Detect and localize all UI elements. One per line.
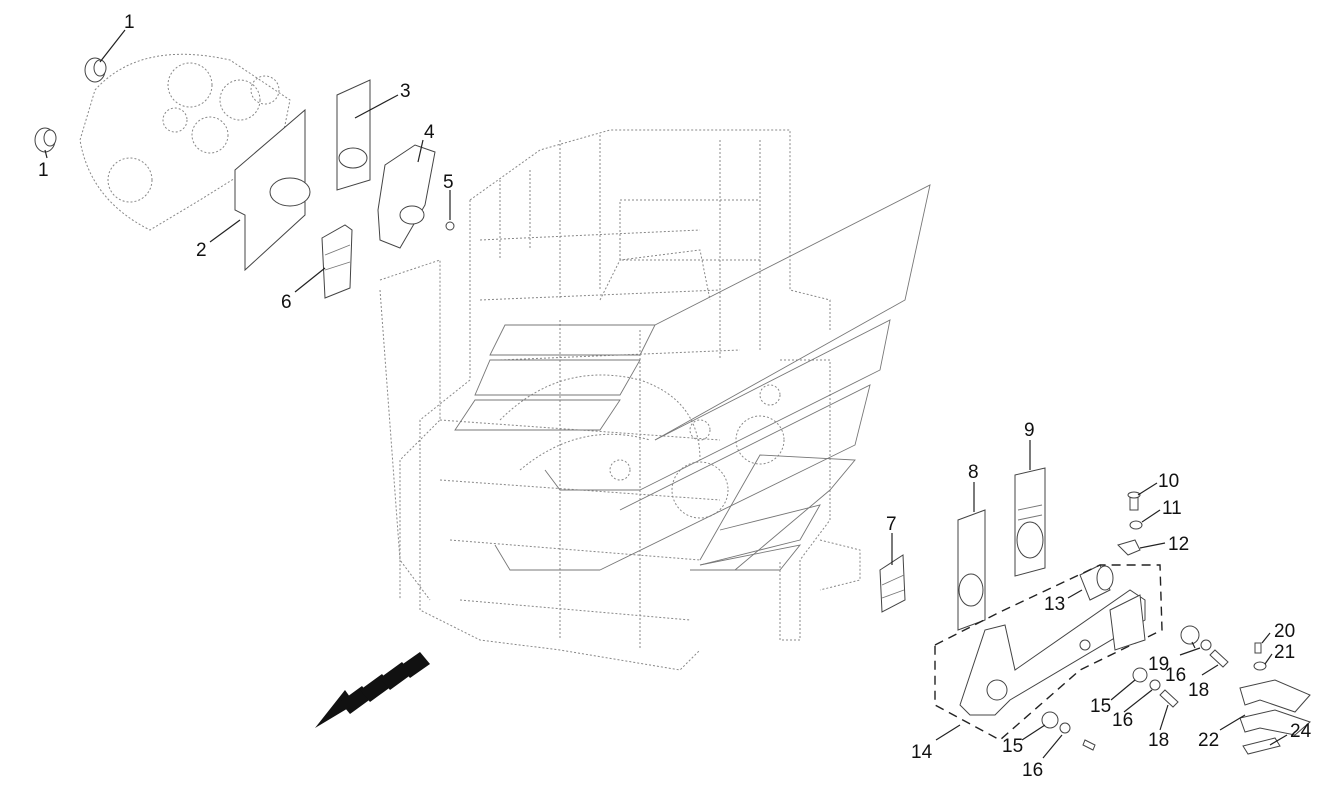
callout-14: 14 [911,742,933,763]
washer-16a [1200,639,1212,651]
bolt-17 [1082,739,1096,751]
cover-plate-2 [234,108,311,272]
callout-15a: 15 [1090,696,1111,717]
bracket-22 [1239,679,1311,736]
clamp-plate-12 [1117,539,1141,556]
bracket-7 [879,554,906,613]
callout-18a: 18 [1188,680,1209,701]
callout-10: 10 [1158,471,1179,492]
callout-24: 24 [1290,721,1312,742]
strip-plate-3 [336,79,371,191]
callout-16b: 16 [1112,710,1133,731]
callout-15b: 15 [1002,736,1023,757]
strip-plate-8 [957,509,986,631]
bearing-1a [84,57,107,83]
callout-3: 3 [400,81,411,102]
strip-plate-9 [1014,467,1046,577]
callout-22: 22 [1198,730,1219,751]
bolt-18b [1159,689,1179,708]
callout-11: 11 [1162,498,1182,519]
callout-20: 20 [1274,621,1295,642]
callout-18b: 18 [1148,730,1169,751]
callout-16c: 16 [1022,760,1043,781]
callout-6: 6 [281,292,292,313]
travel-direction-arrow-icon [315,652,430,728]
screw-5 [445,221,455,231]
bushing-13 [1079,564,1114,601]
side-guard-plates [454,184,931,571]
callout-9: 9 [1024,420,1035,441]
callout-4: 4 [424,122,435,143]
spacer-19 [1180,625,1200,645]
callout-2: 2 [196,240,207,261]
callout-16a: 16 [1165,665,1186,686]
leader-lines [44,29,1288,759]
callout-21: 21 [1274,642,1295,663]
bracket-6 [321,224,353,299]
washer-15a [1132,667,1148,683]
callout-13: 13 [1044,594,1065,615]
bearing-1b [34,127,57,153]
callout-labels: 1 1 2 3 4 5 6 7 8 9 10 11 12 13 14 15 15… [38,12,1312,781]
washer-16c [1059,722,1071,734]
callout-1b: 1 [38,160,49,181]
bolt-20 [1254,642,1262,654]
callout-8: 8 [968,462,979,483]
callout-5: 5 [443,172,454,193]
washer-11 [1129,520,1143,530]
callout-7: 7 [886,514,897,535]
callout-1a: 1 [124,12,135,33]
bolt-18a [1209,649,1229,668]
washer-21 [1253,661,1267,671]
bolt-10 [1127,491,1141,511]
callout-12: 12 [1168,534,1189,555]
callout-19: 19 [1148,654,1169,675]
swing-arm-14 [934,564,1163,741]
washer-15b [1041,711,1059,729]
guard-cover-4 [377,144,436,249]
plate-24 [1242,737,1281,755]
washer-16b [1149,679,1161,691]
